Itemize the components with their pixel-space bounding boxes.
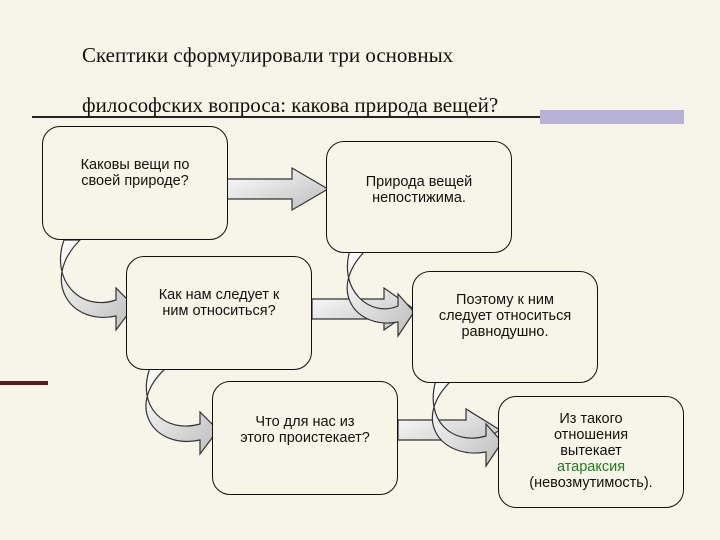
answer-box-1: Природа вещей непостижима. <box>326 141 512 253</box>
accent-bar <box>540 110 684 124</box>
title-line-2: философских вопроса: какова природа веще… <box>82 93 499 117</box>
title-underline <box>32 116 684 118</box>
question-1-text: Каковы вещи по своей природе? <box>80 157 190 189</box>
ataraxia-term: атараксия <box>556 459 626 475</box>
question-box-2: Как нам следует к ним относиться? <box>126 256 312 370</box>
answer-box-3: Из такого отношения вытекает атараксия (… <box>498 396 684 508</box>
answer-1-text: Природа вещей непостижима. <box>365 174 473 206</box>
question-box-1: Каковы вещи по своей природе? <box>42 126 228 240</box>
curve-arrow-3 <box>346 249 415 338</box>
question-box-3: Что для нас из этого проистекает? <box>212 381 398 495</box>
curve-arrow-2 <box>145 367 219 456</box>
question-3-text: Что для нас из этого проистекает? <box>240 414 370 446</box>
question-2-text: Как нам следует к ним относиться? <box>158 287 280 319</box>
curve-arrow-1 <box>59 239 135 332</box>
arrow-q1-a1 <box>225 166 330 212</box>
side-marker <box>0 381 48 385</box>
answer-3-text: Из такого отношения вытекает атараксия (… <box>503 411 679 491</box>
title-line-1: Скептики сформулировали три основных <box>82 43 454 67</box>
slide-title: Скептики сформулировали три основных фил… <box>82 30 642 130</box>
answer-2-text: Поэтому к ним следует относиться равноду… <box>438 292 572 340</box>
answer-3-prefix: Из такого отношения вытекает <box>553 411 629 459</box>
answer-box-2: Поэтому к ним следует относиться равноду… <box>412 271 598 383</box>
curve-arrow-4 <box>431 379 503 468</box>
answer-3-suffix: (невозмутимость). <box>529 475 653 491</box>
